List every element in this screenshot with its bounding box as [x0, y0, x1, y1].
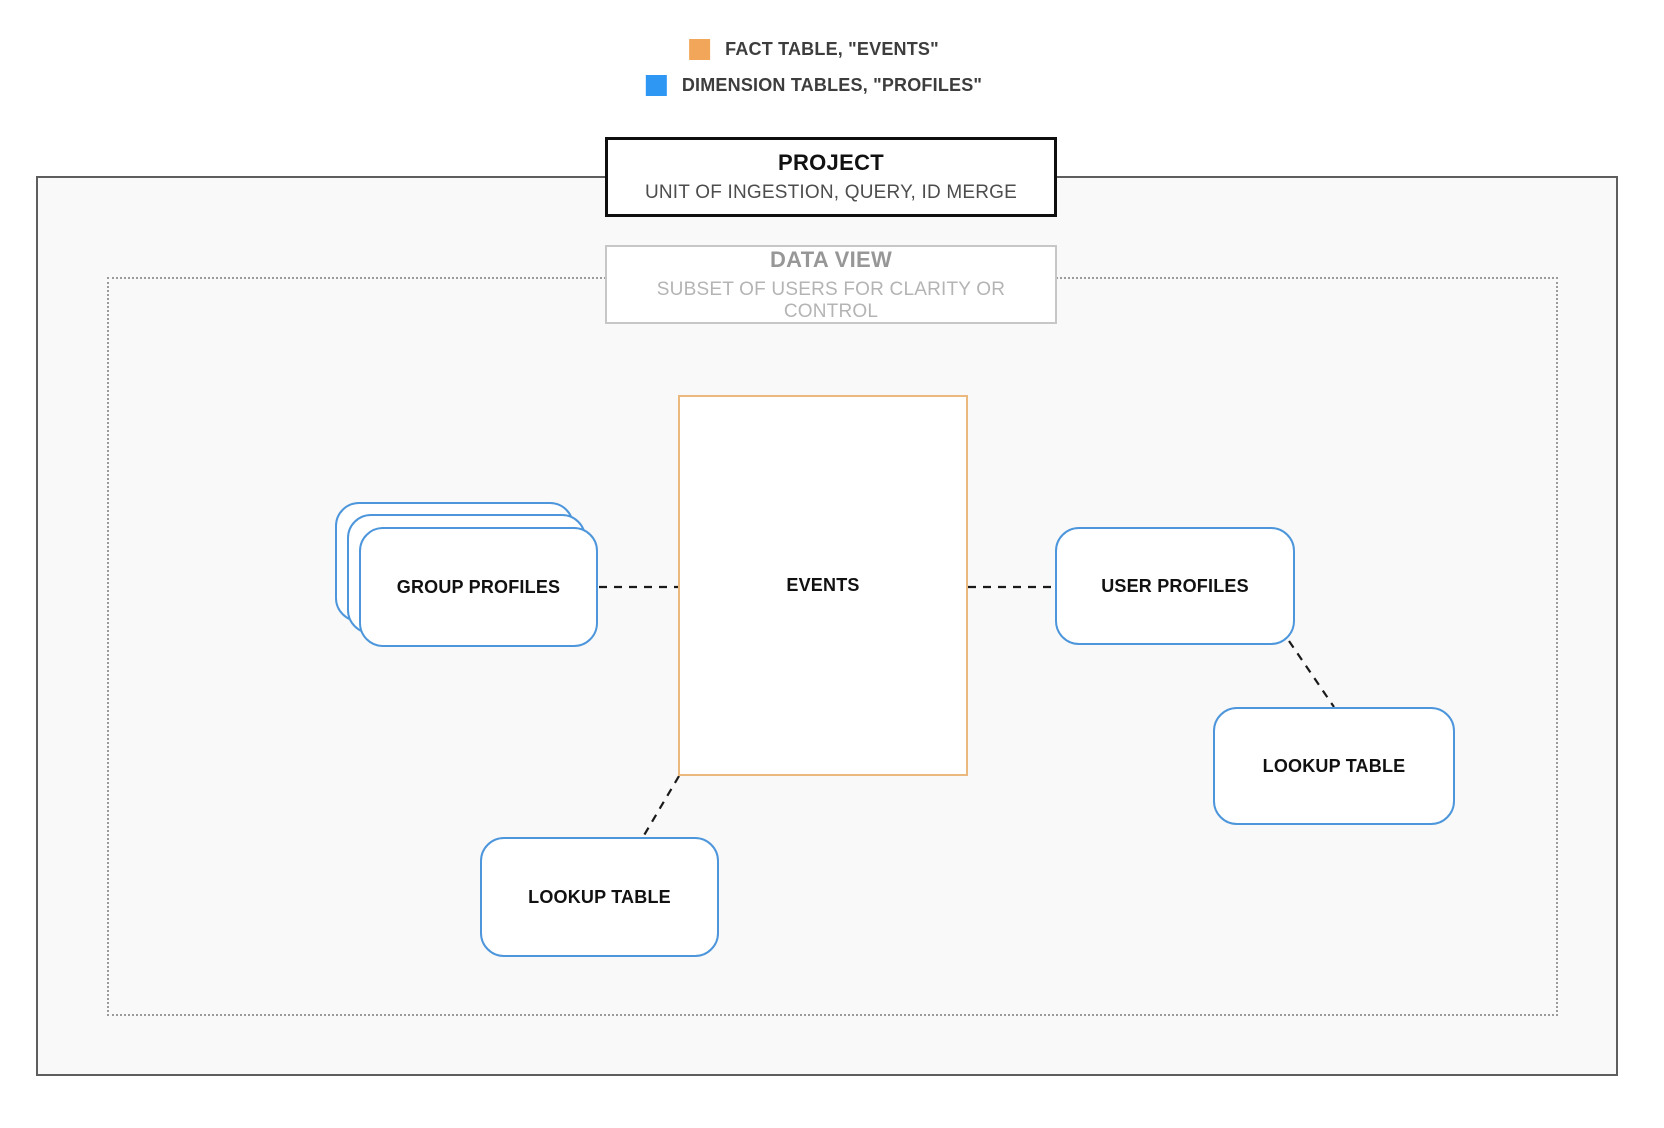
project-title: PROJECT — [777, 150, 884, 175]
legend-label-dimension-tables: DIMENSION TABLES, "PROFILES" — [681, 75, 983, 95]
node-events: EVENTS — [678, 395, 968, 776]
node-user-profiles-label: USER PROFILES — [1101, 575, 1249, 596]
node-lookup-table-right-label: LOOKUP TABLE — [1262, 755, 1406, 776]
data-view-label-box: DATA VIEW SUBSET OF USERS FOR CLARITY OR… — [605, 245, 1057, 324]
node-lookup-table-bottom-label: LOOKUP TABLE — [528, 886, 671, 907]
legend-item-dimension-tables: DIMENSION TABLES, "PROFILES" — [645, 75, 983, 96]
node-user-profiles: USER PROFILES — [1055, 527, 1295, 645]
node-group-profiles: GROUP PROFILES — [359, 527, 598, 647]
dimension-tables-swatch-icon — [645, 75, 667, 96]
data-view-title: DATA VIEW — [769, 246, 893, 272]
legend-item-fact-table: FACT TABLE, "EVENTS" — [689, 39, 939, 60]
node-events-label: EVENTS — [786, 575, 860, 595]
legend-label-fact-table: FACT TABLE, "EVENTS" — [725, 39, 939, 59]
node-group-profiles-label: GROUP PROFILES — [396, 576, 561, 597]
node-lookup-table-bottom: LOOKUP TABLE — [480, 837, 719, 957]
data-view-subtitle: SUBSET OF USERS FOR CLARITY OR CONTROL — [656, 278, 1006, 322]
fact-table-swatch-icon — [689, 39, 711, 60]
project-label-box: PROJECT UNIT OF INGESTION, QUERY, ID MER… — [605, 137, 1057, 217]
project-subtitle: UNIT OF INGESTION, QUERY, ID MERGE — [644, 182, 1018, 203]
node-lookup-table-right: LOOKUP TABLE — [1213, 707, 1455, 825]
